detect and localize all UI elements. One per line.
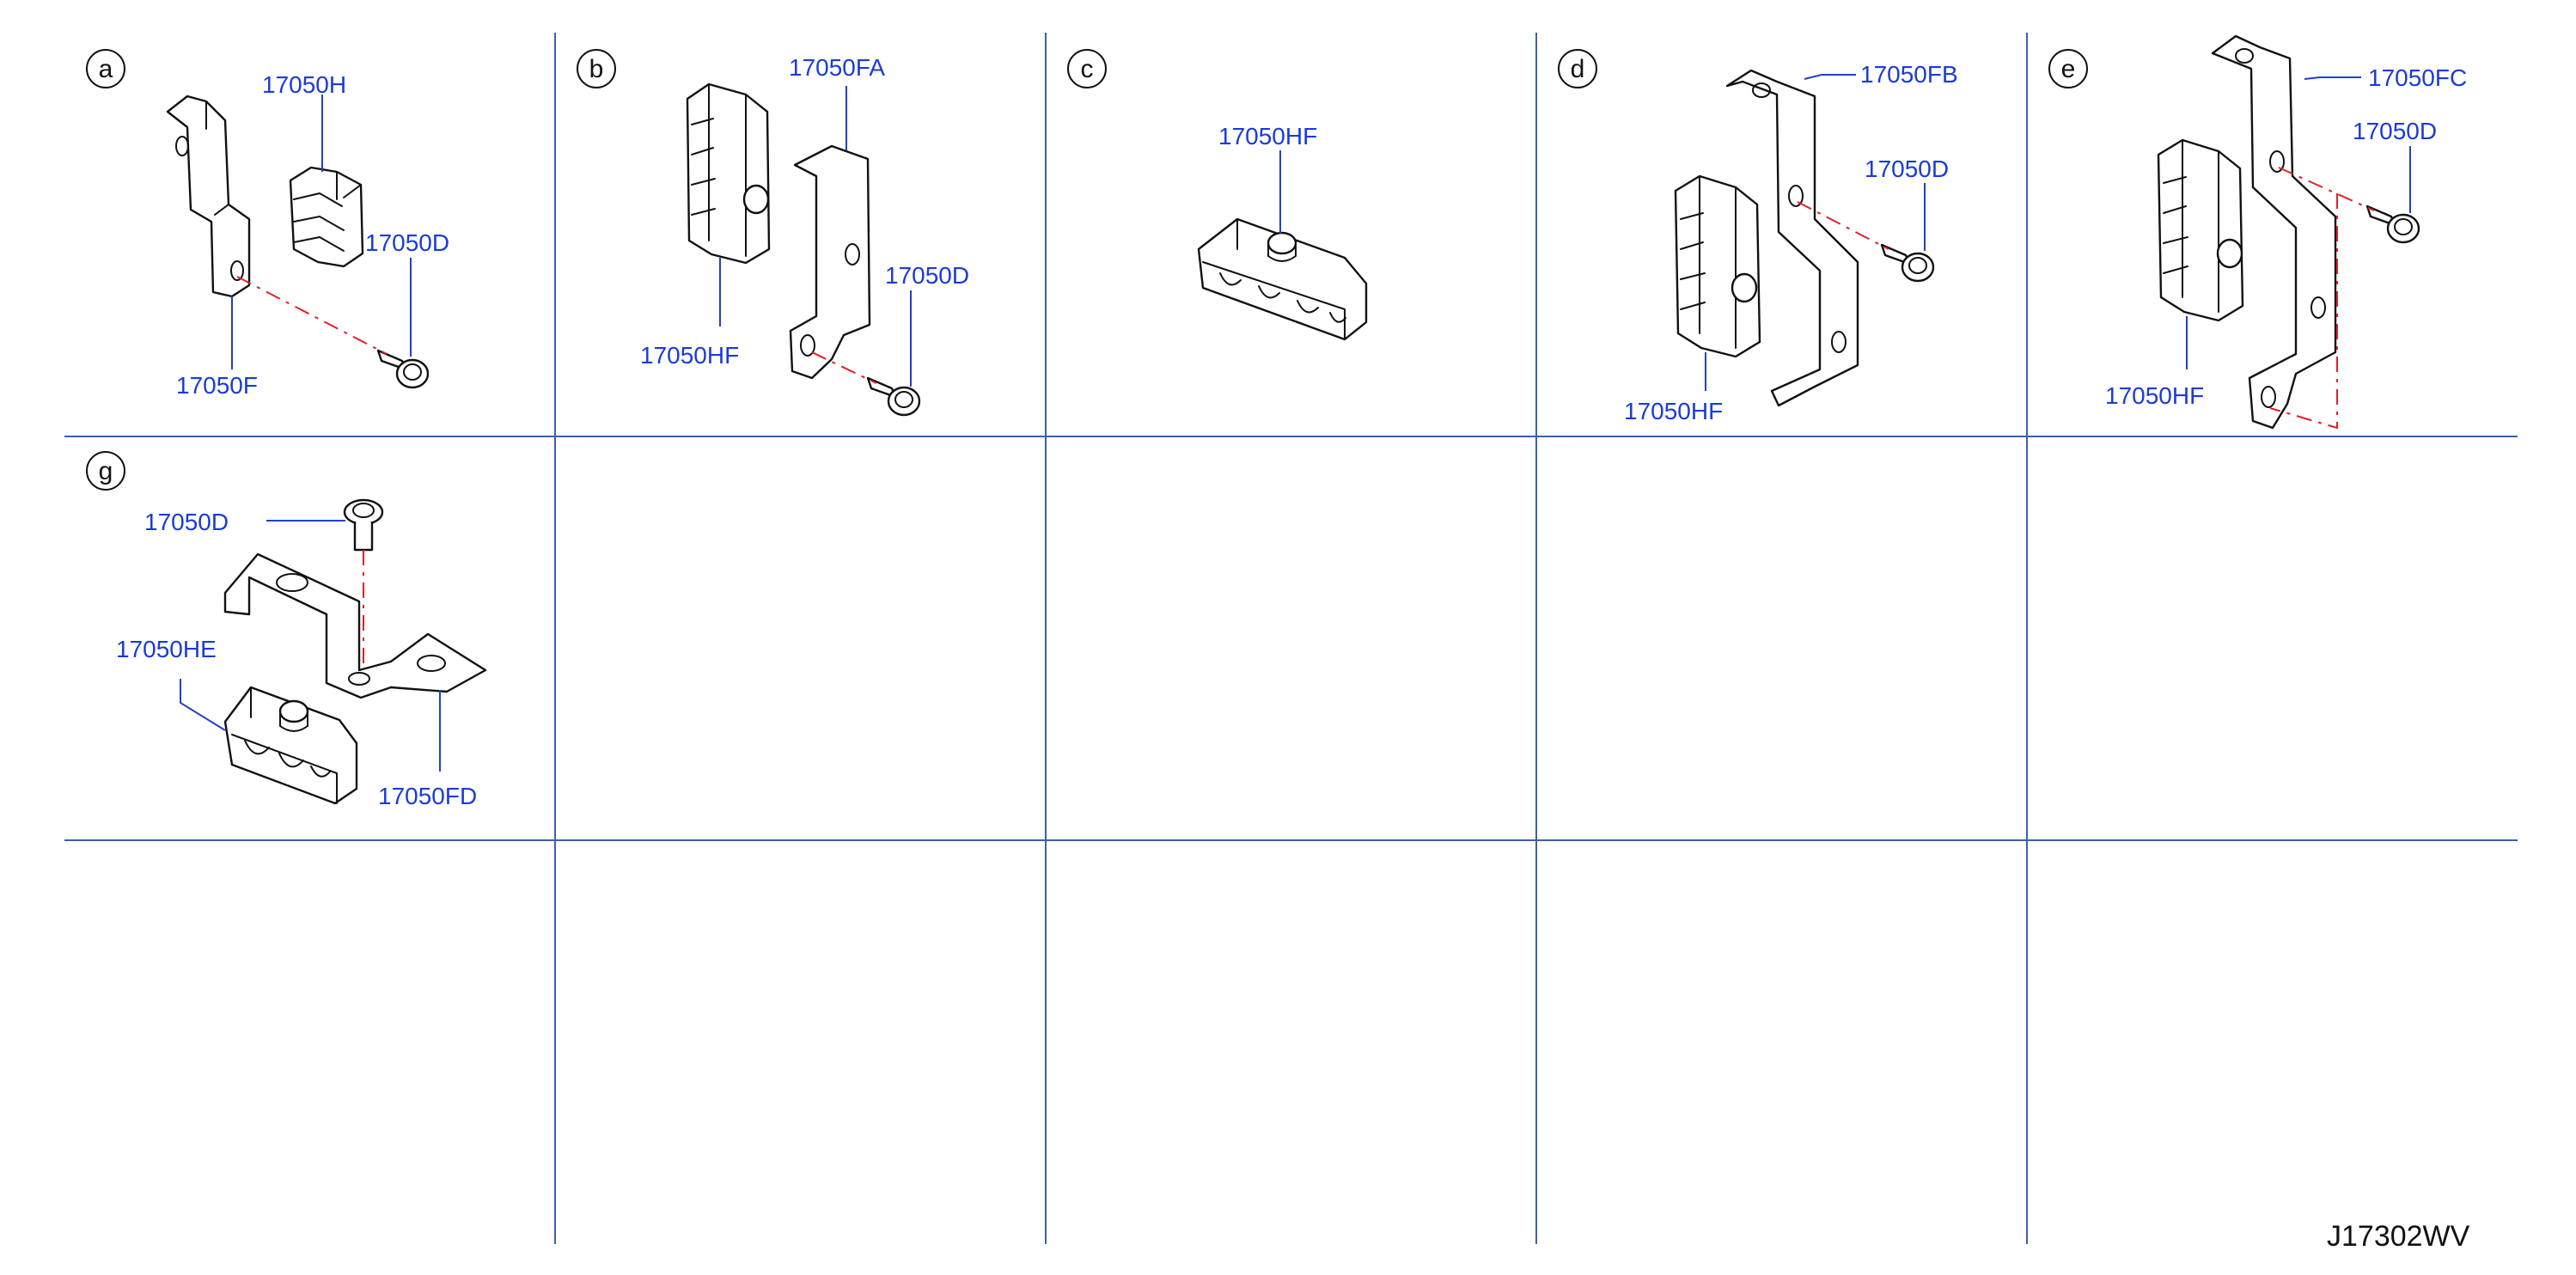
bracket-17050F xyxy=(166,95,251,298)
section-a-marker xyxy=(86,49,125,88)
label-e-17050D: 17050D xyxy=(2353,118,2437,144)
section-a: a 17050H 17050D 17050F xyxy=(86,49,449,399)
section-g: g 17050D 17050HE 17050FD xyxy=(86,451,487,809)
clip-17050H xyxy=(289,166,364,268)
section-g-marker xyxy=(86,451,125,491)
label-e-17050HF: 17050HF xyxy=(2105,382,2204,409)
section-c-letter: c xyxy=(1081,55,1094,83)
label-e-17050FC: 17050FC xyxy=(2368,64,2467,91)
clip-c-17050HF xyxy=(1197,217,1368,341)
section-a-letter: a xyxy=(99,55,113,83)
bracket-17050FA xyxy=(789,144,871,380)
section-c: c 17050HF xyxy=(1067,49,1368,341)
bracket-17050FB xyxy=(1725,69,1859,407)
section-b-letter: b xyxy=(589,55,604,83)
section-c-marker xyxy=(1067,49,1107,88)
label-c-17050HF: 17050HF xyxy=(1218,123,1317,149)
bracket-17050FC xyxy=(2211,34,2337,430)
label-a-17050F: 17050F xyxy=(176,372,258,399)
bracket-17050FD xyxy=(223,552,487,699)
reference-code: J17302WV xyxy=(2327,1220,2470,1253)
label-d-17050FB: 17050FB xyxy=(1860,61,1958,88)
label-a-17050H: 17050H xyxy=(262,71,346,98)
label-a-17050D: 17050D xyxy=(365,229,449,256)
section-d-marker xyxy=(1558,49,1597,88)
label-b-17050FA: 17050FA xyxy=(789,54,885,81)
section-d: d 17050FB 17050D 17050HF xyxy=(1558,49,1958,424)
grid xyxy=(64,33,2518,1244)
section-b-marker xyxy=(577,49,616,88)
section-d-letter: d xyxy=(1571,55,1585,83)
label-g-17050HE: 17050HE xyxy=(116,636,217,662)
label-d-17050HF: 17050HF xyxy=(1624,398,1723,424)
section-e-marker xyxy=(2048,49,2088,88)
clip-e-17050HF xyxy=(2157,138,2244,322)
label-g-17050FD: 17050FD xyxy=(378,783,477,809)
section-e-letter: e xyxy=(2061,55,2076,83)
clip-d-17050HF xyxy=(1674,174,1761,358)
label-g-17050D: 17050D xyxy=(144,509,229,535)
label-b-17050HF: 17050HF xyxy=(640,342,739,369)
label-d-17050D: 17050D xyxy=(1865,156,1949,182)
label-b-17050D: 17050D xyxy=(885,262,969,289)
section-b: b 17050FA 17050D 17050HF xyxy=(577,49,969,417)
clip-17050HE xyxy=(223,686,358,805)
section-e: e 17050FC 17050D 17050HF xyxy=(2048,34,2467,430)
clip-b-17050HF xyxy=(686,82,771,265)
section-g-letter: g xyxy=(99,457,113,485)
